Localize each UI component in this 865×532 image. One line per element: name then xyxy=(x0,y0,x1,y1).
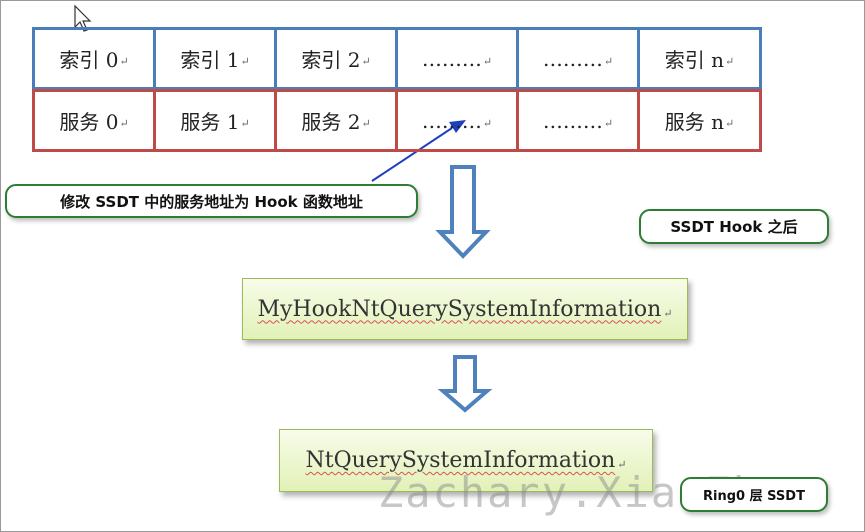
index-label-2: 索引 2 xyxy=(301,48,361,72)
cell-mark: ↵ xyxy=(482,117,493,130)
cell-mark: ↵ xyxy=(482,55,493,68)
service-label-3: ……… xyxy=(421,108,482,133)
cell-mark: ↵ xyxy=(119,55,129,68)
index-cell-4: ………↵ xyxy=(516,27,640,90)
service-label-0: 服务 0 xyxy=(59,110,119,134)
paragraph-mark: ↵ xyxy=(663,306,673,320)
service-label-1: 服务 1 xyxy=(180,110,240,134)
original-function-box: NtQuerySystemInformation↵ xyxy=(279,429,653,492)
service-cell-4: ………↵ xyxy=(516,89,640,152)
cell-mark: ↵ xyxy=(119,117,129,130)
index-label-3: ……… xyxy=(421,46,482,71)
cell-mark: ↵ xyxy=(725,117,735,130)
index-label-1: 索引 1 xyxy=(180,48,240,72)
index-label-4: ……… xyxy=(542,46,603,71)
hook-function-box: MyHookNtQuerySystemInformation↵ xyxy=(242,278,688,340)
index-label-0: 索引 0 xyxy=(59,48,119,72)
service-cell-5: 服务 n↵ xyxy=(637,89,762,152)
index-cell-5: 索引 n↵ xyxy=(637,27,762,90)
callout-modify-ssdt: 修改 SSDT 中的服务地址为 Hook 函数地址 xyxy=(5,184,418,218)
paragraph-mark: ↵ xyxy=(617,458,627,471)
cell-mark: ↵ xyxy=(603,117,614,130)
pointer-line xyxy=(371,127,453,182)
index-cell-1: 索引 1↵ xyxy=(153,27,277,90)
cell-mark: ↵ xyxy=(361,55,371,68)
service-label-4: ……… xyxy=(542,108,603,133)
mouse-cursor-icon xyxy=(74,4,92,32)
original-function-name: NtQuerySystemInformation xyxy=(305,448,616,473)
service-label-5: 服务 n xyxy=(664,110,725,134)
index-cell-2: 索引 2↵ xyxy=(274,27,398,90)
index-cell-3: ………↵ xyxy=(395,27,519,90)
cell-mark: ↵ xyxy=(725,55,735,68)
callout-after-hook: SSDT Hook 之后 xyxy=(639,209,829,244)
down-arrow-icon xyxy=(435,165,491,259)
cell-mark: ↵ xyxy=(240,117,250,130)
cell-mark: ↵ xyxy=(603,55,614,68)
index-cell-0: 索引 0↵ xyxy=(32,27,156,90)
service-label-2: 服务 2 xyxy=(301,110,361,134)
service-cell-1: 服务 1↵ xyxy=(153,89,277,152)
service-cell-3: ………↵ xyxy=(395,89,519,152)
callout-ring0-ssdt: Ring0 层 SSDT xyxy=(680,477,828,512)
service-cell-0: 服务 0↵ xyxy=(32,89,156,152)
down-arrow-icon xyxy=(437,355,493,413)
pointer-arrowhead-icon xyxy=(449,120,466,133)
index-label-5: 索引 n xyxy=(664,48,725,72)
cell-mark: ↵ xyxy=(240,55,250,68)
service-cell-2: 服务 2↵ xyxy=(274,89,398,152)
cell-mark: ↵ xyxy=(361,117,371,130)
hook-function-name: MyHookNtQuerySystemInformation xyxy=(257,296,662,322)
